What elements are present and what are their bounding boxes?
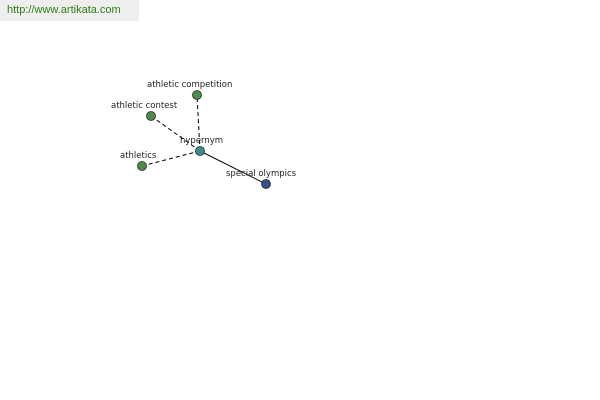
node-athletic-contest[interactable] bbox=[146, 111, 156, 121]
node-athletics[interactable] bbox=[137, 161, 147, 171]
node-label-athletics[interactable]: athletics bbox=[120, 151, 157, 161]
edge-hypernym-to-athletic-contest bbox=[150, 115, 201, 152]
edge-hypernym-to-athletic-competition bbox=[196, 94, 201, 152]
node-athletic-competition[interactable] bbox=[192, 90, 202, 100]
node-label-special-olympics[interactable]: special olympics bbox=[226, 169, 297, 179]
edge-hypernym-to-special-olympics bbox=[199, 150, 267, 185]
node-label-athletic-contest[interactable]: athletic contest bbox=[111, 101, 178, 111]
edges-layer bbox=[141, 94, 267, 185]
node-special-olympics[interactable] bbox=[261, 179, 271, 189]
nodes-layer bbox=[137, 90, 271, 189]
node-hypernym[interactable] bbox=[195, 146, 205, 156]
watermark-url[interactable]: http://www.artikata.com bbox=[7, 4, 121, 16]
node-label-athletic-competition[interactable]: athletic competition bbox=[147, 80, 232, 90]
node-label-hypernym[interactable]: hypernym bbox=[180, 136, 223, 146]
watermark-bar: http://www.artikata.com bbox=[0, 0, 139, 21]
labels-layer: hypernym athletic competition athletic con… bbox=[111, 80, 297, 179]
edge-hypernym-to-athletics bbox=[141, 150, 201, 167]
